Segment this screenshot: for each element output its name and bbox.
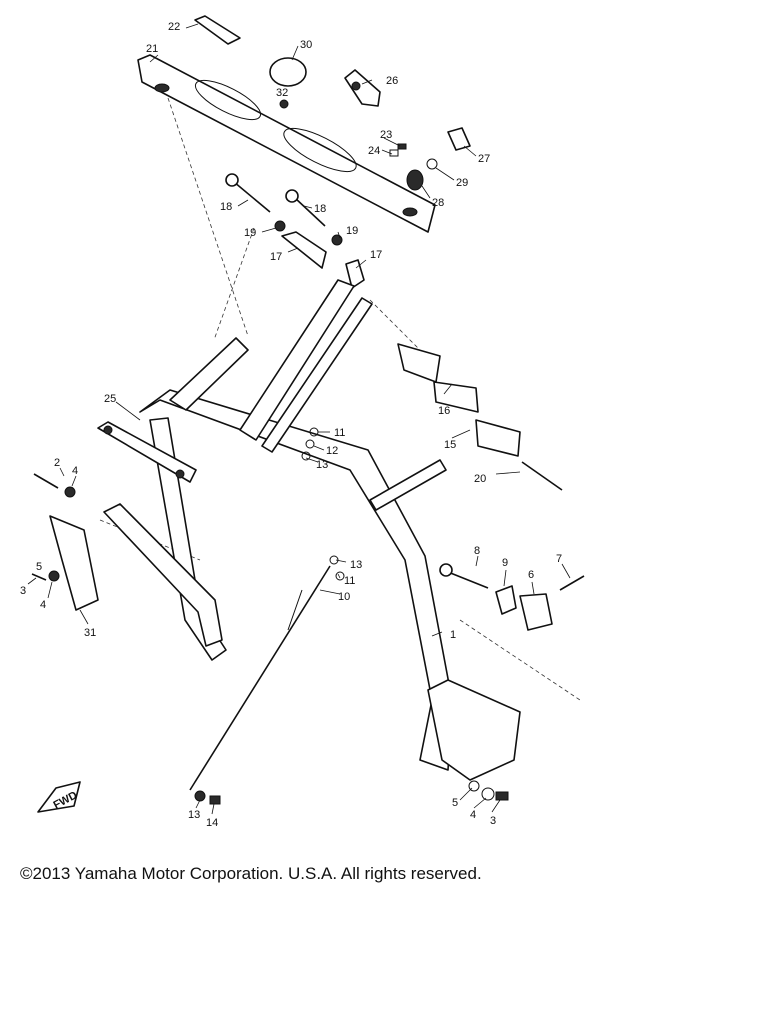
callout-4a: 4 [72, 465, 78, 477]
shaft-20 [521, 461, 563, 491]
lower-bracket [49, 503, 223, 647]
callout-4c: 4 [470, 809, 476, 821]
callout-25: 25 [104, 393, 116, 405]
callout-29: 29 [456, 177, 468, 189]
callout-12: 12 [326, 445, 338, 457]
rod-10 [189, 565, 331, 791]
callout-4b: 4 [40, 599, 46, 611]
small-hardware-upper [279, 99, 471, 191]
assembly-guide-lines [99, 97, 581, 701]
tag-plate [194, 15, 241, 45]
hardware-bottom [194, 780, 509, 805]
hardware-left [31, 473, 76, 582]
callout-labels: 22 21 30 26 32 23 24 27 29 28 18 18 19 1… [20, 21, 562, 829]
callout-13a: 13 [316, 459, 328, 471]
callout-32: 32 [276, 87, 288, 99]
callout-19a: 19 [244, 227, 256, 239]
rear-bracket [427, 679, 521, 781]
callout-24: 24 [368, 145, 380, 157]
bolts-18 [225, 173, 343, 246]
callout-3b: 3 [490, 815, 496, 827]
callout-17a: 17 [270, 251, 282, 263]
callout-18a: 18 [220, 201, 232, 213]
callout-2: 2 [54, 457, 60, 469]
callout-3a: 3 [20, 585, 26, 597]
callout-23: 23 [380, 129, 392, 141]
callout-1: 1 [450, 629, 456, 641]
callout-30: 30 [300, 39, 312, 51]
callout-31: 31 [84, 627, 96, 639]
callout-11b: 11 [344, 575, 355, 587]
copyright-notice: ©2013 Yamaha Motor Corporation. U.S.A. A… [20, 864, 482, 883]
bracket-17 [281, 231, 365, 289]
callout-8: 8 [474, 545, 480, 557]
callout-7: 7 [556, 553, 562, 565]
callout-17b: 17 [370, 249, 382, 261]
callout-26: 26 [386, 75, 398, 87]
callout-6: 6 [528, 569, 534, 581]
callout-10: 10 [338, 591, 350, 603]
mounting-plate [137, 54, 436, 233]
callout-leaders [27, 23, 571, 815]
brackets-15-16 [397, 343, 521, 457]
callout-5a: 5 [36, 561, 42, 573]
fwd-arrow-icon: FWD [37, 781, 81, 813]
callout-13b: 13 [350, 559, 362, 571]
callout-19b: 19 [346, 225, 358, 237]
callout-27: 27 [478, 153, 490, 165]
callout-21: 21 [146, 43, 158, 55]
bracket-26 [344, 69, 381, 107]
callout-18b: 18 [314, 203, 326, 215]
parts-diagram: FWD [20, 15, 585, 829]
callout-9: 9 [502, 557, 508, 569]
callout-15: 15 [444, 439, 456, 451]
parts-6-9 [439, 563, 585, 631]
callout-11a: 11 [334, 427, 345, 439]
rubber-disk [269, 57, 307, 87]
main-frame [139, 279, 453, 771]
callout-13c: 13 [188, 809, 200, 821]
callout-16: 16 [438, 405, 450, 417]
front-plate [97, 421, 197, 483]
callout-28: 28 [432, 197, 444, 209]
callout-22: 22 [168, 21, 180, 33]
callout-20: 20 [474, 473, 486, 485]
callout-5b: 5 [452, 797, 458, 809]
callout-14: 14 [206, 817, 218, 829]
